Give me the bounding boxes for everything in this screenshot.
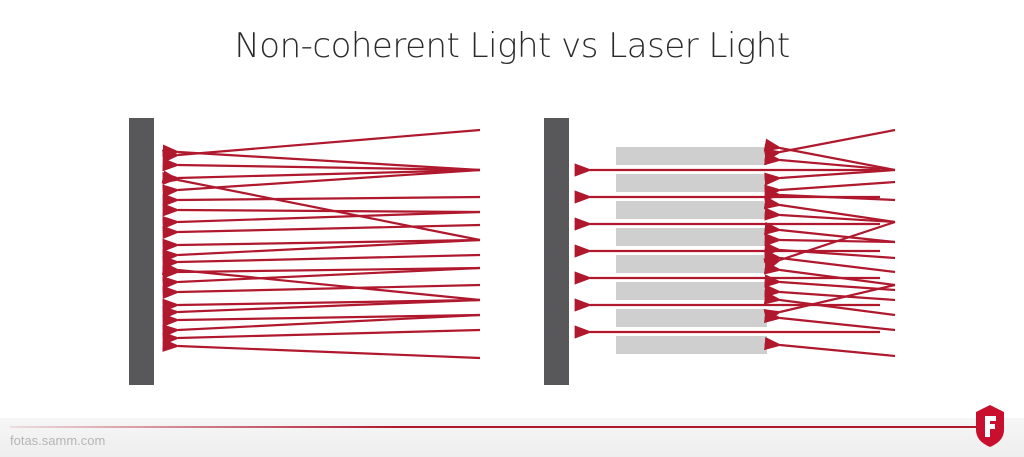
shield-logo-icon (976, 405, 1004, 447)
gain-medium-bar (616, 201, 767, 219)
beam-arrow (764, 242, 896, 260)
beam-arrow (763, 138, 896, 172)
beam-arrow (763, 261, 896, 287)
beam-arrow (162, 266, 481, 290)
beam-arrow (162, 328, 481, 346)
beam-arrow (162, 193, 481, 207)
beam-arrow (764, 187, 896, 202)
beam-arrow (161, 170, 481, 242)
beam-arrow (763, 221, 896, 244)
beam-arrow (763, 291, 896, 317)
left-wall (129, 118, 154, 385)
beam-arrow (162, 168, 481, 186)
beam-arrow (162, 253, 481, 269)
beam-arrow (162, 338, 481, 360)
beam-arrow (764, 152, 896, 172)
beam-arrow (162, 298, 481, 320)
beam-arrow (162, 313, 481, 338)
gain-medium-bar (616, 282, 767, 300)
footer-divider (10, 426, 985, 428)
gain-medium-bar (616, 309, 767, 327)
gain-medium-bar (616, 336, 767, 354)
diagram-canvas (129, 118, 896, 385)
beam-arrow (764, 180, 896, 198)
gain-medium-bar (616, 147, 767, 165)
beam-arrow (763, 220, 896, 272)
right-wall (544, 118, 569, 385)
beam-arrow (162, 265, 481, 279)
beam-arrow (162, 283, 481, 299)
beam-arrow (162, 168, 481, 198)
footer (0, 418, 1024, 457)
beam-arrow (162, 223, 481, 239)
beam-arrow (162, 238, 481, 263)
diagram-title: Non-coherent Light vs Laser Light (234, 26, 790, 66)
beam-arrow (162, 210, 481, 230)
beam-arrow (764, 168, 896, 186)
gain-medium-bar (616, 255, 767, 273)
beam-arrow (162, 313, 481, 327)
gain-medium-bar (616, 228, 767, 246)
beam-arrow (764, 284, 896, 302)
beam-arrow (162, 144, 481, 172)
beam-arrow (763, 283, 896, 322)
gain-medium-bar (616, 174, 767, 192)
footer-url[interactable]: fotas.samm.com (10, 433, 106, 448)
beam-arrow (162, 261, 481, 302)
beam-arrow (764, 207, 896, 224)
beam-arrow (162, 128, 481, 163)
beam-arrow (162, 238, 481, 252)
beam-arrow (162, 158, 481, 172)
beam-arrow (763, 309, 896, 332)
beam-arrow (764, 336, 896, 358)
beam-arrow (763, 249, 896, 274)
beam-arrow (763, 196, 896, 224)
beam-arrow (162, 298, 481, 312)
beam-arrow (763, 128, 896, 162)
